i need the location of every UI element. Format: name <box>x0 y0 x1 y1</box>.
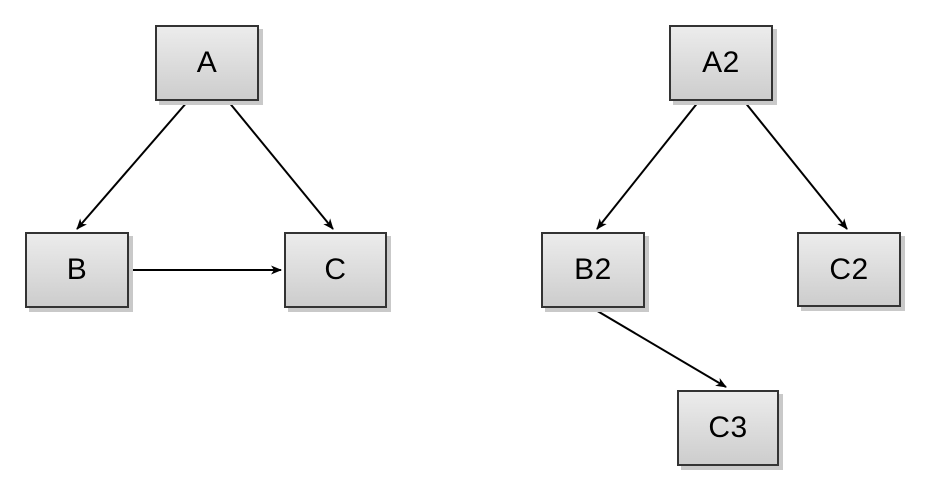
edge-a-to-c <box>227 100 334 230</box>
node-label-b: B <box>66 253 88 286</box>
node-a2[interactable]: A2 <box>669 25 773 101</box>
node-c[interactable]: C <box>284 232 387 308</box>
node-label-c3: C3 <box>708 411 748 444</box>
node-b2[interactable]: B2 <box>541 232 645 308</box>
node-label-a: A <box>196 46 218 79</box>
edge-b2-to-c3 <box>593 308 727 388</box>
node-label-c: C <box>324 253 347 286</box>
node-label-a2: A2 <box>702 46 740 79</box>
edge-group <box>76 100 848 388</box>
node-label-b2: B2 <box>574 253 612 286</box>
node-b[interactable]: B <box>25 232 129 308</box>
node-label-c2: C2 <box>829 252 869 286</box>
edge-a2-to-c2 <box>743 100 848 230</box>
node-a[interactable]: A <box>155 25 259 101</box>
node-c2[interactable]: C2 <box>797 232 901 307</box>
edge-a-to-b <box>76 100 189 230</box>
node-c3[interactable]: C3 <box>677 390 779 466</box>
edge-a2-to-b2 <box>596 100 700 230</box>
